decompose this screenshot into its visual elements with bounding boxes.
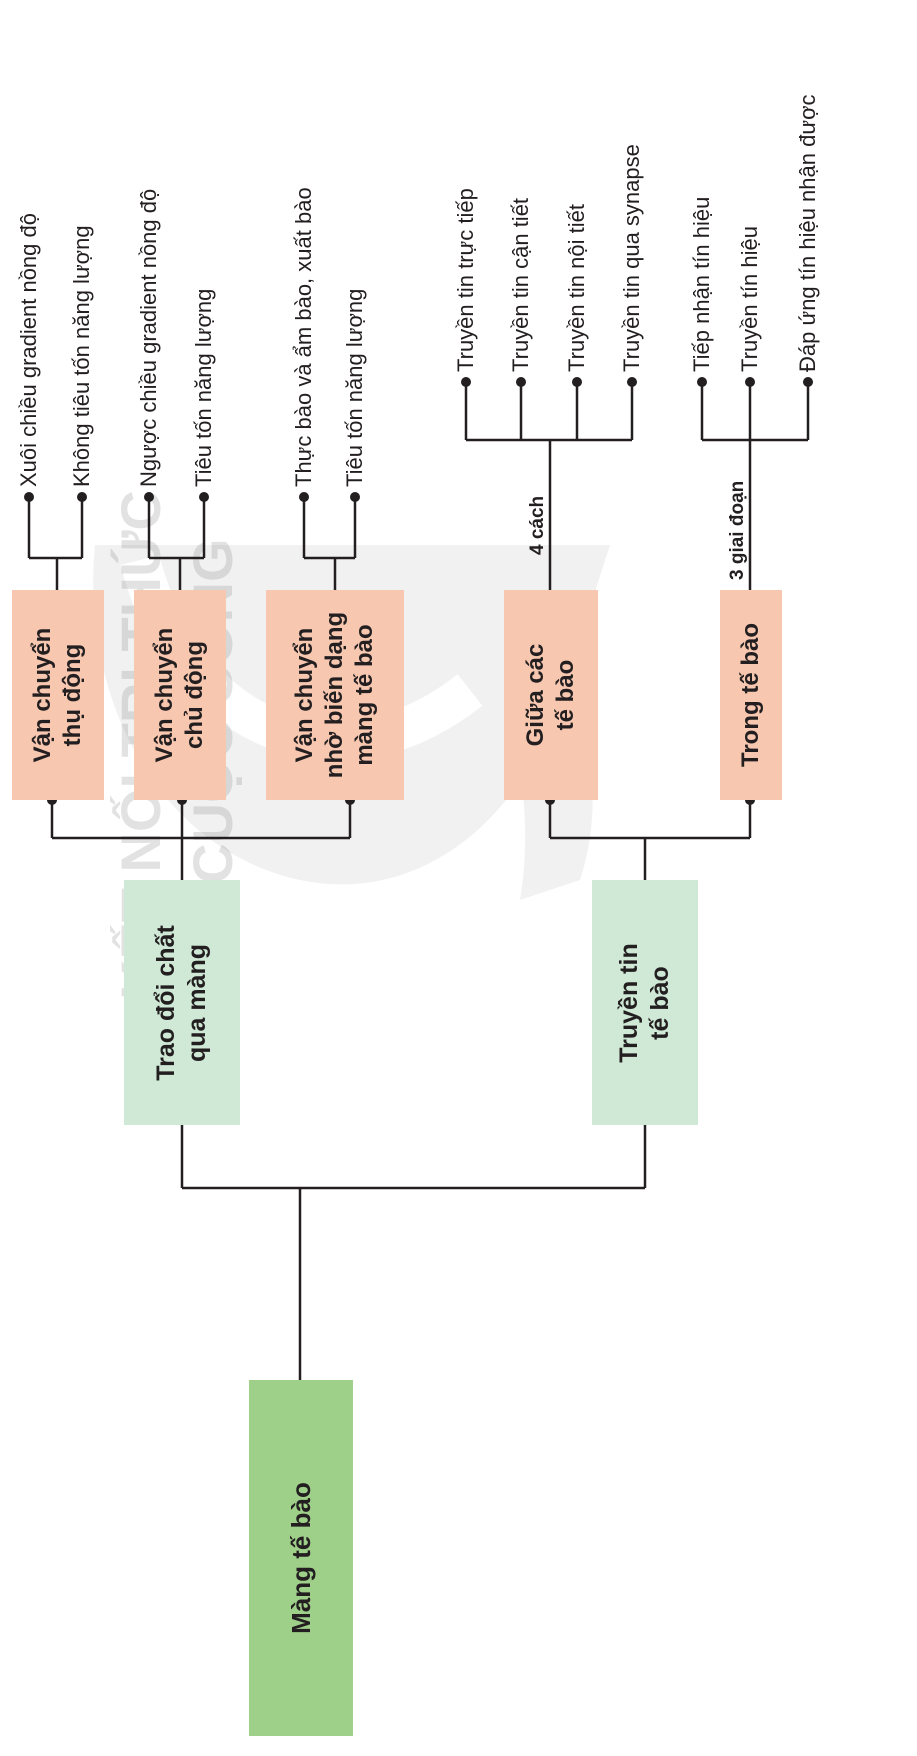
connector-dot: [24, 492, 34, 502]
node-label-line: chủ động: [181, 641, 208, 749]
connector-dot: [697, 377, 707, 387]
connector-dot: [803, 377, 813, 387]
connector-dot: [77, 492, 87, 502]
node-label-line: Vận chuyển: [151, 627, 178, 763]
node-label-line: màng tế bào: [351, 624, 378, 766]
edge-label-4-cach: 4 cách: [527, 495, 548, 555]
connector-dot: [627, 377, 637, 387]
node-giua-cac-te-bao: Giữa các tế bào: [504, 590, 598, 800]
leaf-label: Tiếp nhận tín hiệu: [689, 196, 714, 372]
node-label-line: Trong tế bào: [737, 623, 764, 767]
node-van-chuyen-bien-dang: Vận chuyển nhờ biến dạng màng tế bào: [266, 590, 404, 800]
leaf-label: Tiêu tốn năng lượng: [191, 288, 216, 487]
leaf-label: Truyền tin cận tiết: [508, 197, 533, 372]
connector-dot: [572, 377, 582, 387]
connector-dot: [516, 377, 526, 387]
node-label-line: Trao đổi chất: [151, 924, 180, 1081]
node-label-line: qua màng: [183, 943, 211, 1062]
node-label-line: tế bào: [552, 659, 579, 731]
connector-dot: [299, 492, 309, 502]
node-label-line: Vận chuyển: [291, 627, 318, 763]
leaf-label: Xuôi chiều gradient nồng độ: [16, 213, 41, 487]
connector-dot: [199, 492, 209, 502]
leaf-label: Truyền tín hiệu: [737, 226, 762, 372]
leaf-label: Truyền tin qua synapse: [619, 144, 644, 372]
connector-dot: [745, 377, 755, 387]
leaf-label: Ngược chiều gradient nồng độ: [136, 188, 161, 487]
leaf-label: Thực bào và ẩm bào, xuất bào: [291, 187, 316, 487]
node-label-line: Truyền tin: [614, 942, 643, 1063]
node-van-chuyen-chu-dong: Vận chuyển chủ động: [134, 590, 226, 800]
leaf-label: Truyền tin trực tiếp: [453, 188, 478, 372]
node-label-line: thụ động: [59, 643, 86, 747]
root-label: Màng tế bào: [285, 1482, 316, 1634]
connector-dot: [461, 377, 471, 387]
node-trong-te-bao: Trong tế bào: [720, 590, 782, 800]
node-truyen-tin: Truyền tin tế bào: [592, 880, 698, 1125]
node-label-line: nhờ biến dạng: [321, 611, 348, 779]
connector-dot: [144, 492, 154, 502]
edge-label-3-giai-doan: 3 giai đoạn: [727, 480, 748, 580]
leaf-label: Truyền tin nội tiết: [564, 204, 589, 372]
node-trao-doi-chat: Trao đổi chất qua màng: [124, 880, 240, 1125]
node-label-line: tế bào: [646, 965, 674, 1040]
node-label-line: Giữa các: [522, 643, 549, 747]
leaf-label: Không tiêu tốn năng lượng: [69, 225, 94, 487]
node-label-line: Vận chuyển: [29, 627, 56, 763]
node-van-chuyen-thu-dong: Vận chuyển thụ động: [12, 590, 104, 800]
leaf-label: Đáp ứng tín hiệu nhận được: [795, 94, 820, 372]
leaf-label: Tiêu tốn năng lượng: [342, 288, 367, 487]
connector-dot: [350, 492, 360, 502]
root-node: Màng tế bào: [249, 1380, 353, 1736]
